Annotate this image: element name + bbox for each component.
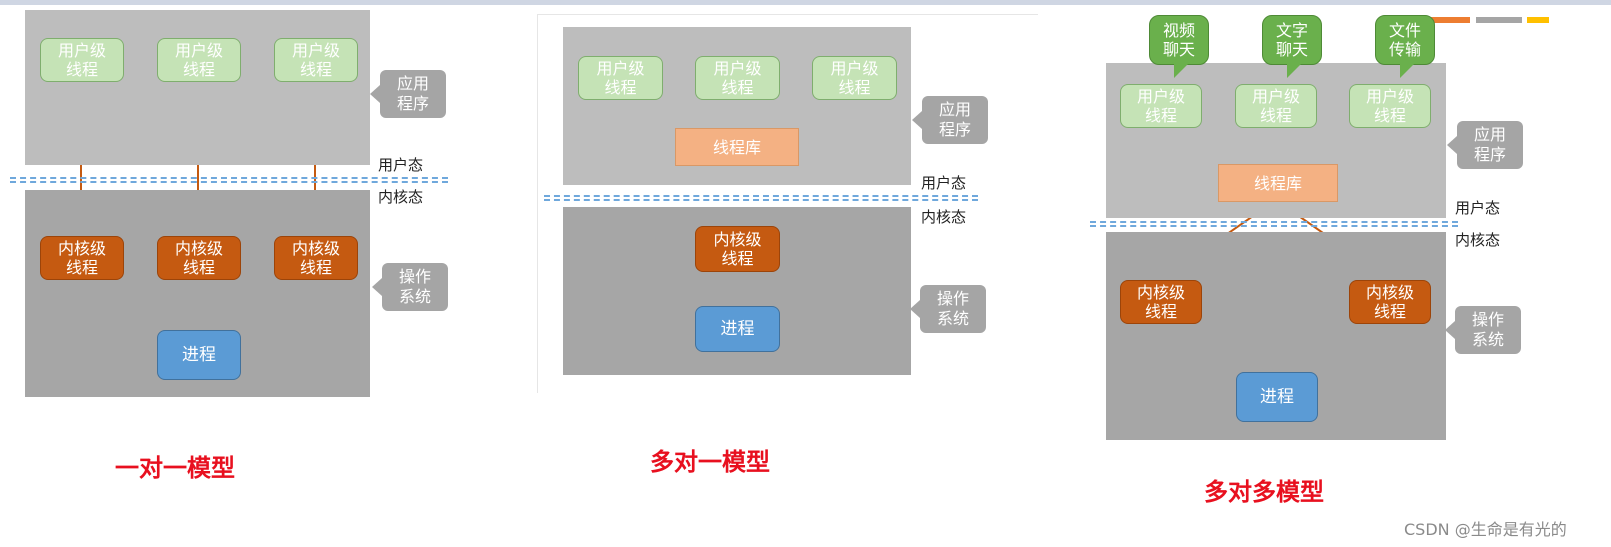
process-box: 进程	[157, 330, 241, 380]
text-chat-callout: 文字 聊天	[1262, 15, 1322, 78]
csdn-watermark: CSDN @生命是有光的	[1404, 520, 1567, 539]
kernel-thread-1: 内核级 线程	[1120, 280, 1202, 324]
user-thread-1: 用户级 线程	[40, 38, 124, 82]
mode-divider	[10, 177, 448, 183]
kernel-thread: 内核级 线程	[695, 226, 780, 272]
kernel-mode-label: 内核态	[921, 208, 967, 226]
application-label: 应用 程序	[912, 96, 988, 144]
user-mode-label: 用户态	[921, 174, 967, 192]
user-thread-1: 用户级 线程	[1120, 84, 1202, 128]
one-to-one-title: 一对一模型	[115, 454, 235, 482]
thread-library: 线程库	[675, 128, 799, 166]
accent-bar-orange	[1420, 17, 1470, 23]
operating-system-label: 操作 系统	[910, 285, 986, 333]
file-transfer-callout: 文件 传输	[1375, 15, 1435, 78]
user-thread-2: 用户级 线程	[157, 38, 241, 82]
user-thread-2: 用户级 线程	[1235, 84, 1317, 128]
operating-system-label: 操作 系统	[1445, 306, 1521, 354]
many-to-many-title: 多对多模型	[1204, 478, 1324, 506]
kernel-thread-1: 内核级 线程	[40, 236, 124, 280]
kernel-thread-3: 内核级 线程	[274, 236, 358, 280]
accent-bar-yellow	[1527, 17, 1549, 23]
process-box: 进程	[1236, 372, 1318, 422]
thread-library: 线程库	[1218, 164, 1338, 202]
kernel-mode-label: 内核态	[1455, 231, 1501, 249]
user-mode-label: 用户态	[378, 156, 424, 174]
top-border	[0, 0, 1611, 5]
many-to-one-title: 多对一模型	[650, 448, 770, 476]
mode-divider	[1090, 221, 1458, 227]
user-thread-2: 用户级 线程	[695, 56, 780, 100]
user-thread-3: 用户级 线程	[1349, 84, 1431, 128]
application-label: 应用 程序	[370, 70, 446, 118]
application-label: 应用 程序	[1447, 121, 1523, 169]
user-thread-3: 用户级 线程	[812, 56, 897, 100]
operating-system-label: 操作 系统	[372, 263, 448, 311]
user-thread-3: 用户级 线程	[274, 38, 358, 82]
kernel-thread-2: 内核级 线程	[1349, 280, 1431, 324]
kernel-thread-2: 内核级 线程	[157, 236, 241, 280]
user-mode-label: 用户态	[1455, 199, 1501, 217]
kernel-mode-label: 内核态	[378, 188, 424, 206]
user-thread-1: 用户级 线程	[578, 56, 663, 100]
mode-divider	[544, 195, 978, 201]
user-space-region	[25, 10, 370, 165]
accent-bar-gray	[1476, 17, 1522, 23]
process-box: 进程	[695, 306, 780, 352]
video-chat-callout: 视频 聊天	[1149, 15, 1209, 78]
